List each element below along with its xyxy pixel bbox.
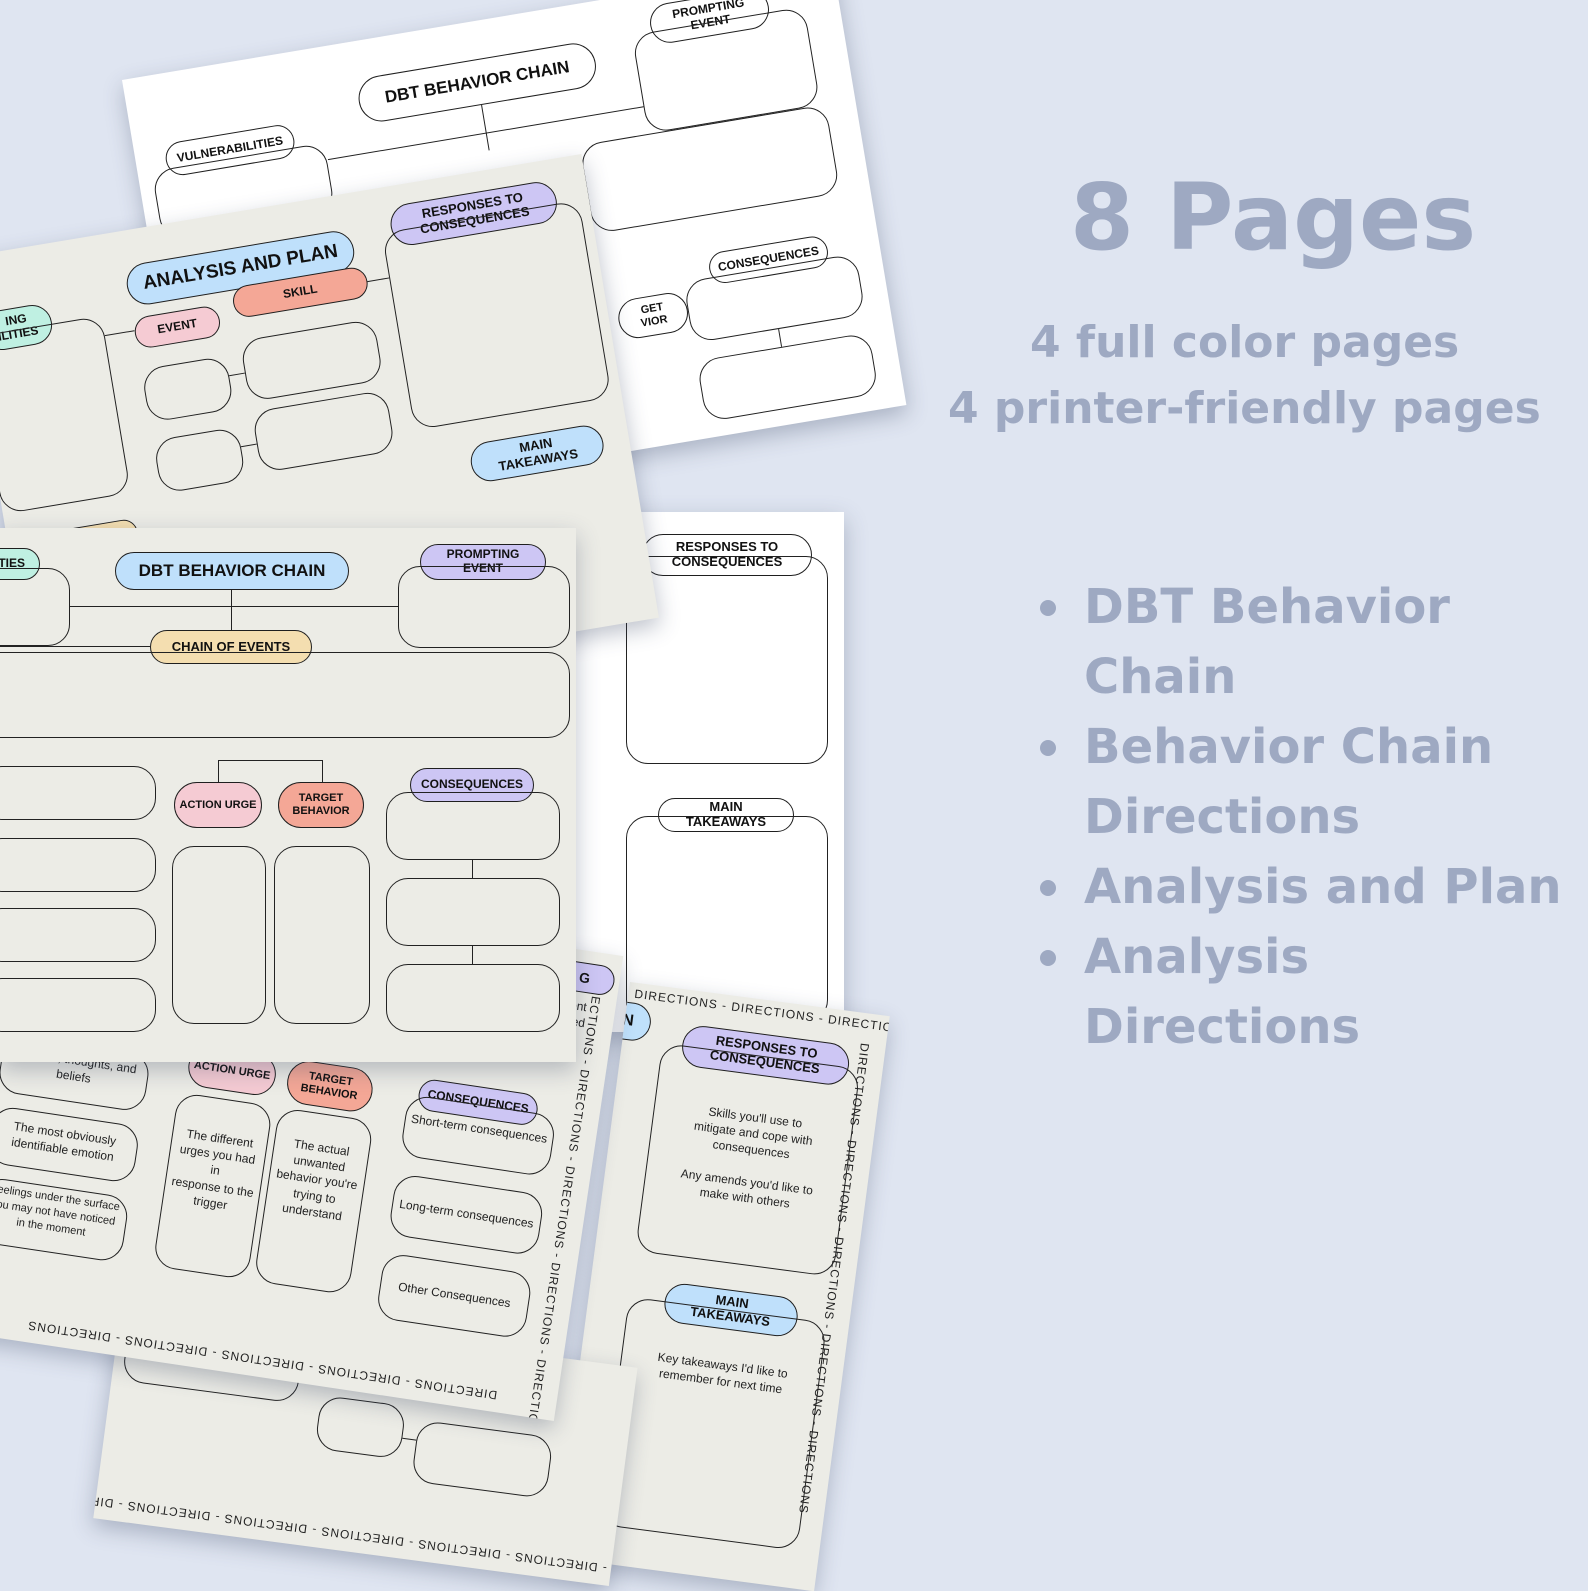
chain-directions-target-label: TARGET BEHAVIOR — [284, 1058, 376, 1115]
analysis-event-box — [140, 355, 235, 423]
analysis-skill-box — [239, 318, 384, 403]
chain-prompting-box — [398, 566, 570, 648]
analysis-connector — [240, 443, 257, 448]
analysis-event-box — [152, 426, 247, 494]
sheet-color-behavior-chain: ITIES DBT BEHAVIOR CHAIN PROMPTING EVENT… — [0, 528, 576, 1062]
directions-base-box — [410, 1419, 554, 1499]
contents-item-label: DBT Behavior Chain — [1084, 579, 1450, 705]
chain-connector — [0, 646, 150, 648]
bw-chain-title: DBT BEHAVIOR CHAIN — [355, 39, 600, 125]
chain-step-box — [0, 766, 156, 820]
headline-title: 8 Pages — [1070, 164, 1477, 271]
contents-item: Analysis and Plan — [1040, 852, 1580, 922]
analysis-responses-box — [381, 200, 612, 431]
contents-item: Analysis Directions — [1040, 922, 1580, 1062]
chain-directions-urges: The different urges you had in response … — [170, 1126, 257, 1213]
bw-consequences-box — [696, 332, 880, 423]
chain-connector — [218, 760, 322, 762]
contents-item-label: Analysis and Plan — [1084, 859, 1562, 915]
chain-urge-box — [172, 846, 266, 1024]
contents-item-label: Analysis Directions — [1084, 929, 1361, 1055]
analysis-connector — [367, 277, 390, 283]
bw-chain-box — [579, 104, 841, 235]
chain-vulnerabilities-box — [0, 568, 70, 646]
directions-base-box — [314, 1394, 407, 1460]
chain-connector — [70, 606, 398, 608]
chain-prompting-label: PROMPTING EVENT — [420, 544, 546, 580]
bullet-icon — [1040, 950, 1056, 966]
analysis-vulnerabilities-box — [0, 315, 132, 515]
contents-item: Behavior Chain Directions — [1040, 712, 1580, 852]
analysis-event-label: EVENT — [132, 304, 223, 350]
bullet-icon — [1040, 740, 1056, 756]
chain-connector — [218, 760, 220, 782]
chain-consequences-label: CONSEQUENCES — [410, 768, 534, 802]
bw-takeaways-label: MAIN TAKEAWAYS — [658, 798, 794, 832]
chain-consequences-box — [386, 964, 560, 1032]
chain-directions-behavior: The actual unwanted behavior you're tryi… — [275, 1136, 359, 1224]
chain-connector — [472, 860, 474, 878]
analysis-takeaways-label: MAIN TAKEAWAYS — [467, 422, 607, 485]
contents-list: DBT Behavior Chain Behavior Chain Direct… — [1040, 572, 1580, 1062]
chain-connector — [472, 946, 474, 964]
chain-vulnerabilities-partial: ITIES — [0, 548, 40, 580]
analysis-connector — [104, 330, 135, 337]
directions-base-connector — [402, 1437, 417, 1441]
bw-target-behavior-partial: GET VIOR — [615, 290, 691, 342]
chain-title: DBT BEHAVIOR CHAIN — [115, 552, 349, 590]
chain-consequences-box — [386, 878, 560, 946]
chain-consequences-box — [386, 792, 560, 860]
contents-item-label: Behavior Chain Directions — [1084, 719, 1494, 845]
bullet-icon — [1040, 600, 1056, 616]
chain-events-label: CHAIN OF EVENTS — [150, 630, 312, 664]
bullet-icon — [1040, 880, 1056, 896]
bw-responses-box — [626, 556, 828, 764]
analysis-directions-strip-bottom: DIRECTIONS - DIRECTIONS - DIRECTIONS - D… — [93, 1486, 638, 1586]
headline-line-1: 4 full color pages — [1030, 317, 1460, 368]
chain-target-label: TARGET BEHAVIOR — [278, 782, 364, 828]
contents-item: DBT Behavior Chain — [1040, 572, 1580, 712]
analysis-connector — [229, 372, 246, 377]
chain-connector — [322, 760, 324, 782]
chain-step-box — [0, 908, 156, 962]
bw-connector — [481, 104, 491, 151]
chain-action-urge-label: ACTION URGE — [174, 782, 262, 828]
sheet-bw-analysis: RESPONSES TO CONSEQUENCES MAIN TAKEAWAYS — [560, 512, 844, 1032]
bw-responses-label: RESPONSES TO CONSEQUENCES — [642, 534, 812, 576]
bw-connector — [778, 328, 783, 347]
analysis-directions-takeaways-box — [598, 1296, 828, 1551]
chain-behavior-box — [274, 846, 370, 1024]
headline-line-2: 4 printer-friendly pages — [948, 383, 1541, 434]
chain-events-box — [0, 652, 570, 738]
analysis-skill-box — [251, 389, 396, 474]
chain-step-box — [0, 978, 156, 1032]
chain-step-box — [0, 838, 156, 892]
chain-connector — [231, 590, 233, 630]
